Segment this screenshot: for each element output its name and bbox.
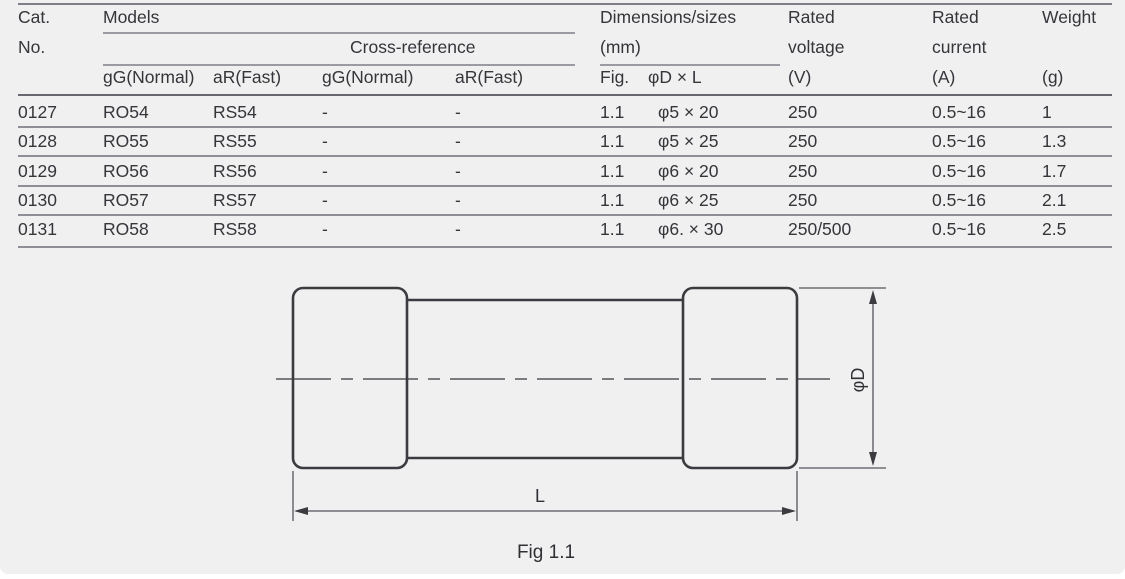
cell-xref-gg: - bbox=[322, 219, 328, 239]
row-separator bbox=[18, 126, 1112, 128]
col-header-cat-line1: Cat. bbox=[18, 7, 51, 27]
cell-voltage: 250 bbox=[788, 190, 818, 210]
cell-fig: 1.1 bbox=[600, 190, 625, 210]
col-header-weight-unit: (g) bbox=[1042, 67, 1064, 87]
cell-voltage: 250 bbox=[788, 102, 818, 122]
col-header-rated-current-line2: current bbox=[932, 37, 987, 57]
subcol-header-d-x-l: φD × L bbox=[648, 67, 702, 87]
cell-cat-no: 0129 bbox=[18, 161, 57, 181]
figure-caption: Fig 1.1 bbox=[517, 542, 575, 563]
cell-weight: 1.7 bbox=[1042, 161, 1067, 181]
cell-voltage: 250 bbox=[788, 131, 818, 151]
cell-current: 0.5~16 bbox=[932, 131, 987, 151]
subcol-header-models-gg: gG(Normal) bbox=[103, 67, 195, 87]
col-header-voltage-unit: (V) bbox=[788, 67, 812, 87]
dimensions-underline bbox=[600, 64, 780, 66]
subcol-header-models-ar: aR(Fast) bbox=[213, 67, 282, 87]
cell-cat-no: 0127 bbox=[18, 102, 57, 122]
header-bottom-border bbox=[18, 94, 1112, 96]
row-separator bbox=[18, 214, 1112, 216]
col-header-weight: Weight bbox=[1042, 7, 1097, 27]
col-header-current-unit: (A) bbox=[932, 67, 956, 87]
cross-reference-underline bbox=[103, 64, 575, 66]
cell-model-ar: RS58 bbox=[213, 219, 257, 239]
arrow-left-icon bbox=[294, 507, 308, 515]
col-header-cat-line2: No. bbox=[18, 37, 46, 57]
diameter-dimension-label: φD bbox=[848, 368, 868, 393]
models-underline bbox=[103, 32, 575, 34]
row-separator bbox=[18, 185, 1112, 187]
cell-xref-gg: - bbox=[322, 131, 328, 151]
cell-xref-ar: - bbox=[455, 102, 461, 122]
cell-xref-gg: - bbox=[322, 190, 328, 210]
table-bottom-border bbox=[18, 246, 1112, 248]
table-row: 0131 RO58 RS58 - - 1.1 φ6. × 30 250/500 … bbox=[0, 218, 1125, 244]
cell-xref-ar: - bbox=[455, 161, 461, 181]
cell-weight: 2.1 bbox=[1042, 190, 1067, 210]
table-row: 0127 RO54 RS54 - - 1.1 φ5 × 20 250 0.5~1… bbox=[0, 101, 1125, 127]
cell-model-gg: RO57 bbox=[103, 190, 149, 210]
cell-cat-no: 0128 bbox=[18, 131, 57, 151]
cell-weight: 2.5 bbox=[1042, 219, 1067, 239]
table-top-border bbox=[18, 3, 1112, 5]
cell-model-gg: RO58 bbox=[103, 219, 149, 239]
cell-weight: 1.3 bbox=[1042, 131, 1067, 151]
cell-dimensions: φ6 × 20 bbox=[658, 161, 719, 181]
cell-current: 0.5~16 bbox=[932, 161, 987, 181]
cell-dimensions: φ6. × 30 bbox=[658, 219, 724, 239]
cell-weight: 1 bbox=[1042, 102, 1052, 122]
cell-fig: 1.1 bbox=[600, 131, 625, 151]
row-separator bbox=[18, 155, 1112, 157]
fuse-left-end-cap bbox=[291, 286, 409, 470]
cell-model-ar: RS56 bbox=[213, 161, 257, 181]
cell-voltage: 250/500 bbox=[788, 219, 852, 239]
col-header-models: Models bbox=[103, 7, 160, 27]
col-header-cross-reference: Cross-reference bbox=[350, 37, 476, 57]
cell-model-ar: RS57 bbox=[213, 190, 257, 210]
cell-cat-no: 0130 bbox=[18, 190, 57, 210]
col-header-dimensions-line2: (mm) bbox=[600, 37, 641, 57]
cell-xref-ar: - bbox=[455, 190, 461, 210]
cell-xref-gg: - bbox=[322, 161, 328, 181]
subcol-header-fig: Fig. bbox=[600, 67, 630, 87]
cell-model-ar: RS55 bbox=[213, 131, 257, 151]
arrow-up-icon bbox=[869, 290, 877, 304]
col-header-rated-voltage-line2: voltage bbox=[788, 37, 845, 57]
fuse-right-end-cap bbox=[681, 286, 799, 470]
cell-fig: 1.1 bbox=[600, 219, 625, 239]
cell-xref-ar: - bbox=[455, 219, 461, 239]
cell-model-gg: RO56 bbox=[103, 161, 149, 181]
arrow-right-icon bbox=[782, 507, 796, 515]
cell-dimensions: φ5 × 25 bbox=[658, 131, 719, 151]
table-row: 0130 RO57 RS57 - - 1.1 φ6 × 25 250 0.5~1… bbox=[0, 189, 1125, 215]
cell-current: 0.5~16 bbox=[932, 102, 987, 122]
subcol-header-xref-gg: gG(Normal) bbox=[322, 67, 414, 87]
cell-cat-no: 0131 bbox=[18, 219, 57, 239]
table-row: 0129 RO56 RS56 - - 1.1 φ6 × 20 250 0.5~1… bbox=[0, 160, 1125, 186]
col-header-rated-voltage-line1: Rated bbox=[788, 7, 835, 27]
col-header-dimensions-line1: Dimensions/sizes bbox=[600, 7, 737, 27]
cell-dimensions: φ5 × 20 bbox=[658, 102, 719, 122]
cell-voltage: 250 bbox=[788, 161, 818, 181]
cell-model-ar: RS54 bbox=[213, 102, 257, 122]
cell-model-gg: RO54 bbox=[103, 102, 149, 122]
col-header-rated-current-line1: Rated bbox=[932, 7, 979, 27]
cell-current: 0.5~16 bbox=[932, 219, 987, 239]
arrow-down-icon bbox=[869, 452, 877, 466]
cell-dimensions: φ6 × 25 bbox=[658, 190, 719, 210]
cell-xref-ar: - bbox=[455, 131, 461, 151]
cell-fig: 1.1 bbox=[600, 161, 625, 181]
cell-current: 0.5~16 bbox=[932, 190, 987, 210]
length-dimension-label: L bbox=[535, 486, 545, 506]
cell-model-gg: RO55 bbox=[103, 131, 149, 151]
cell-fig: 1.1 bbox=[600, 102, 625, 122]
cell-xref-gg: - bbox=[322, 102, 328, 122]
table-row: 0128 RO55 RS55 - - 1.1 φ5 × 25 250 0.5~1… bbox=[0, 130, 1125, 156]
subcol-header-xref-ar: aR(Fast) bbox=[455, 67, 524, 87]
